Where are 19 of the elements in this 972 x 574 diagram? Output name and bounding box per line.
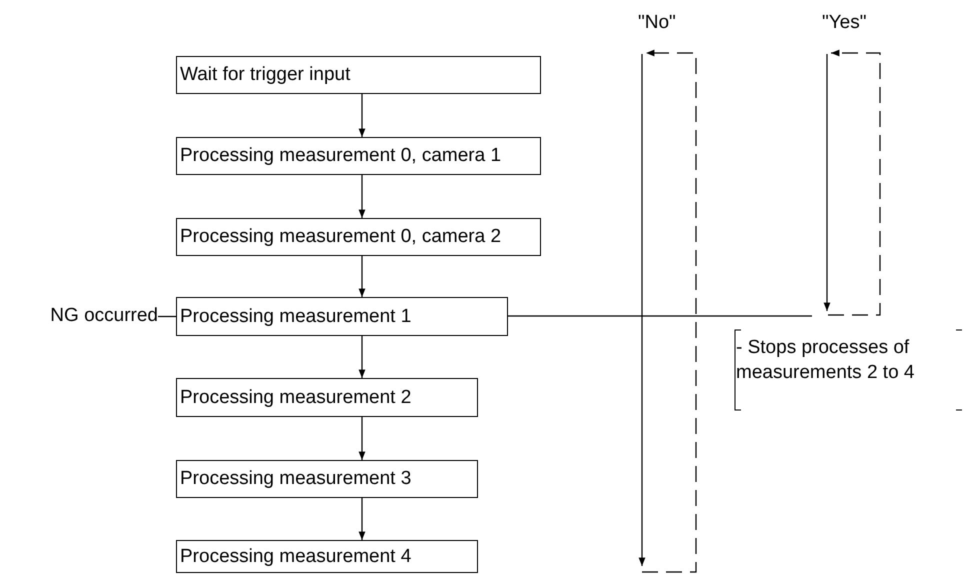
branch-label: "No" <box>638 11 676 35</box>
process-box: Processing measurement 3 <box>176 460 478 498</box>
process-box: Processing measurement 4 <box>176 540 478 573</box>
process-box: Wait for trigger input <box>176 56 541 94</box>
connector-line <box>508 315 812 317</box>
arrow <box>358 256 366 297</box>
process-box: Processing measurement 1 <box>176 297 508 336</box>
process-box: Processing measurement 0, camera 1 <box>176 137 541 175</box>
process-box: Processing measurement 2 <box>176 378 478 417</box>
connector-line <box>158 316 176 318</box>
trigger-label: NG occurred <box>0 304 158 328</box>
arrow <box>358 336 366 378</box>
arrow <box>358 94 366 137</box>
note-text: - Stops processes of measurements 2 to 4 <box>736 336 916 385</box>
process-box: Processing measurement 0, camera 2 <box>176 218 541 256</box>
arrow <box>358 498 366 540</box>
arrow <box>358 175 366 218</box>
arrow <box>358 417 366 460</box>
branch-label: "Yes" <box>822 11 866 35</box>
